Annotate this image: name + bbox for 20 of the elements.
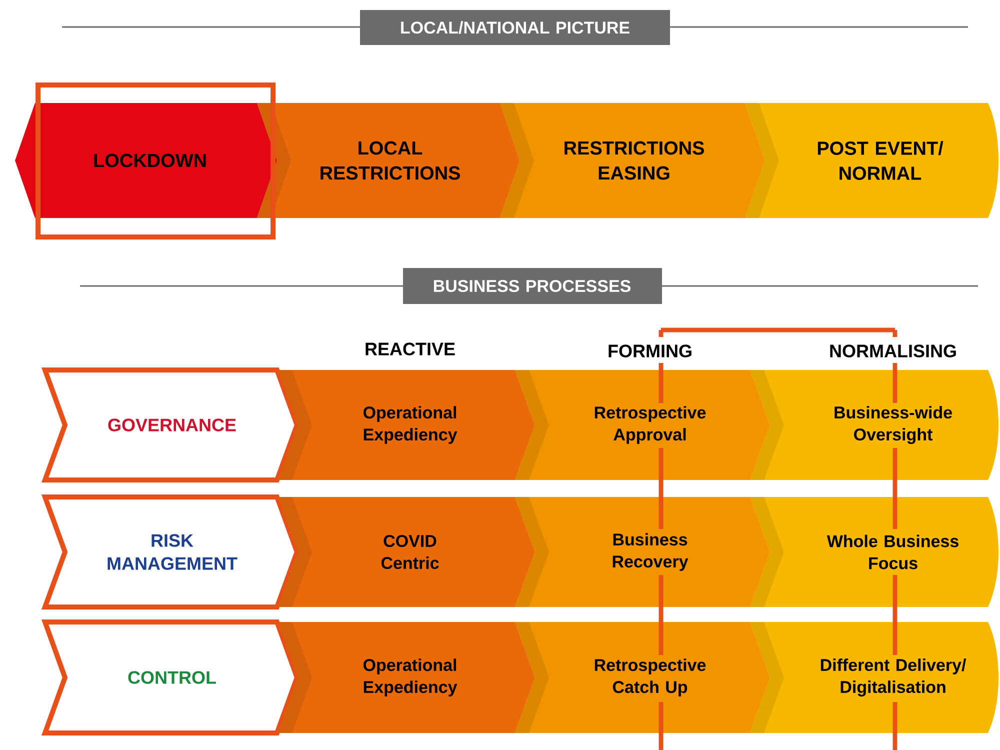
- stage-box: Operational Expediency: [278, 370, 535, 480]
- stage-box: LOCKDOWN: [15, 103, 277, 218]
- stage-box: Whole Business Focus: [750, 497, 999, 607]
- section-heading-box: BUSINESS PROCESSES: [403, 268, 662, 304]
- stage-box: Retrospective Approval: [515, 370, 770, 480]
- stage-box: Retrospective Catch Up: [515, 622, 770, 733]
- stage-box: LOCAL RESTRICTIONS: [257, 103, 520, 218]
- row-label-box: CONTROL: [41, 620, 300, 736]
- stage-box: Business-wide Oversight: [750, 370, 999, 480]
- column-heading: REACTIVE: [366, 342, 455, 356]
- row-label-box: GOVERNANCE: [41, 368, 300, 482]
- stage-box: Operational Expediency: [278, 622, 535, 733]
- stage-box: POST EVENT/ NORMAL: [745, 103, 999, 218]
- section-heading-box: LOCAL/NATIONAL PICTURE: [360, 10, 670, 45]
- row-label-box: RISK MANAGEMENT: [41, 494, 300, 610]
- column-heading: FORMING: [608, 344, 692, 358]
- stage-box: RESTRICTIONS EASING: [500, 103, 765, 218]
- stage-box: Different Delivery/ Digitalisation: [750, 622, 999, 733]
- stage-box: Business Recovery: [515, 497, 770, 607]
- stage-box: COVID Centric: [278, 497, 535, 607]
